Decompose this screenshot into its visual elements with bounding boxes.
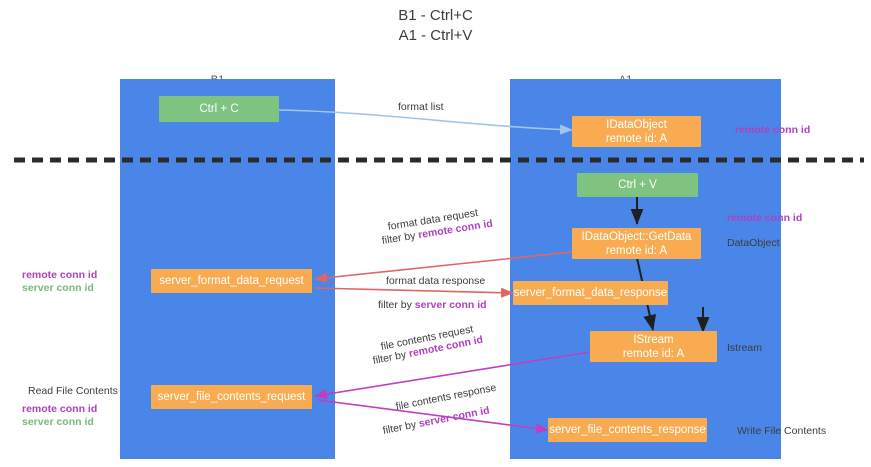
annotation-left-remote-conn-id-1: remote conn id <box>22 269 98 281</box>
annotation-remote-conn-id-mid: remote conn id <box>727 212 803 224</box>
key-server-conn-id-2: server conn id <box>417 404 491 430</box>
arrow-format-data-request <box>314 251 573 283</box>
node-idataobject[interactable]: IDataObject remote id: A <box>572 116 701 147</box>
edge-label-format-list: format list <box>398 101 444 113</box>
annotation-write-file-contents: Write File Contents <box>737 425 827 437</box>
node-istream-label: IStream <box>633 333 674 346</box>
arrow-file-contents-response <box>317 399 549 434</box>
node-ctrl-c[interactable]: Ctrl + C <box>159 96 279 122</box>
node-getdata[interactable]: IDataObject::GetData remote id: A <box>572 228 701 259</box>
node-server-file-contents-request-label: server_file_contents_request <box>157 391 306 403</box>
node-getdata-sub: remote id: A <box>605 244 668 257</box>
annotation-read-file-contents: Read File Contents <box>28 385 118 397</box>
annotation-left-server-conn-id-2: server conn id <box>22 416 94 428</box>
node-server-file-contents-response-label: server_file_contents_response <box>549 424 706 436</box>
arrow-format-list <box>278 109 573 135</box>
annotation-left-remote-conn-id-2: remote conn id <box>22 403 98 415</box>
arrow-file-contents-request <box>314 351 591 400</box>
edge-label-format-data-response: format data response <box>386 275 486 287</box>
node-istream[interactable]: IStream remote id: A <box>590 331 717 362</box>
node-server-file-contents-request[interactable]: server_file_contents_request <box>151 385 312 409</box>
annotation-left-server-conn-id-1: server conn id <box>22 282 94 294</box>
annotation-dataobject: DataObject <box>727 237 780 249</box>
node-server-format-data-request[interactable]: server_format_data_request <box>151 269 312 293</box>
node-server-format-data-response-label: server_format_data_response <box>513 287 668 299</box>
node-server-format-data-request-label: server_format_data_request <box>159 275 304 287</box>
node-ctrl-v-label: Ctrl + V <box>618 179 657 191</box>
edge-label-format-data-response-filter: filter by server conn id <box>378 299 487 311</box>
node-server-file-contents-response[interactable]: server_file_contents_response <box>548 418 707 442</box>
key-server-conn-id-1: server conn id <box>414 299 487 311</box>
annotation-istream: Istream <box>727 342 763 354</box>
node-server-format-data-response[interactable]: server_format_data_response <box>513 281 668 305</box>
arrow-format-data-response <box>314 287 514 298</box>
node-idataobject-label: IDataObject <box>606 118 667 131</box>
node-ctrl-v[interactable]: Ctrl + V <box>577 173 698 197</box>
node-ctrl-c-label: Ctrl + C <box>199 103 239 115</box>
node-idataobject-sub: remote id: A <box>605 132 668 145</box>
node-istream-sub: remote id: A <box>622 347 685 360</box>
annotation-remote-conn-id-top: remote conn id <box>735 124 811 136</box>
node-getdata-label: IDataObject::GetData <box>581 230 692 243</box>
page-title: B1 - Ctrl+C A1 - Ctrl+V <box>398 7 473 44</box>
